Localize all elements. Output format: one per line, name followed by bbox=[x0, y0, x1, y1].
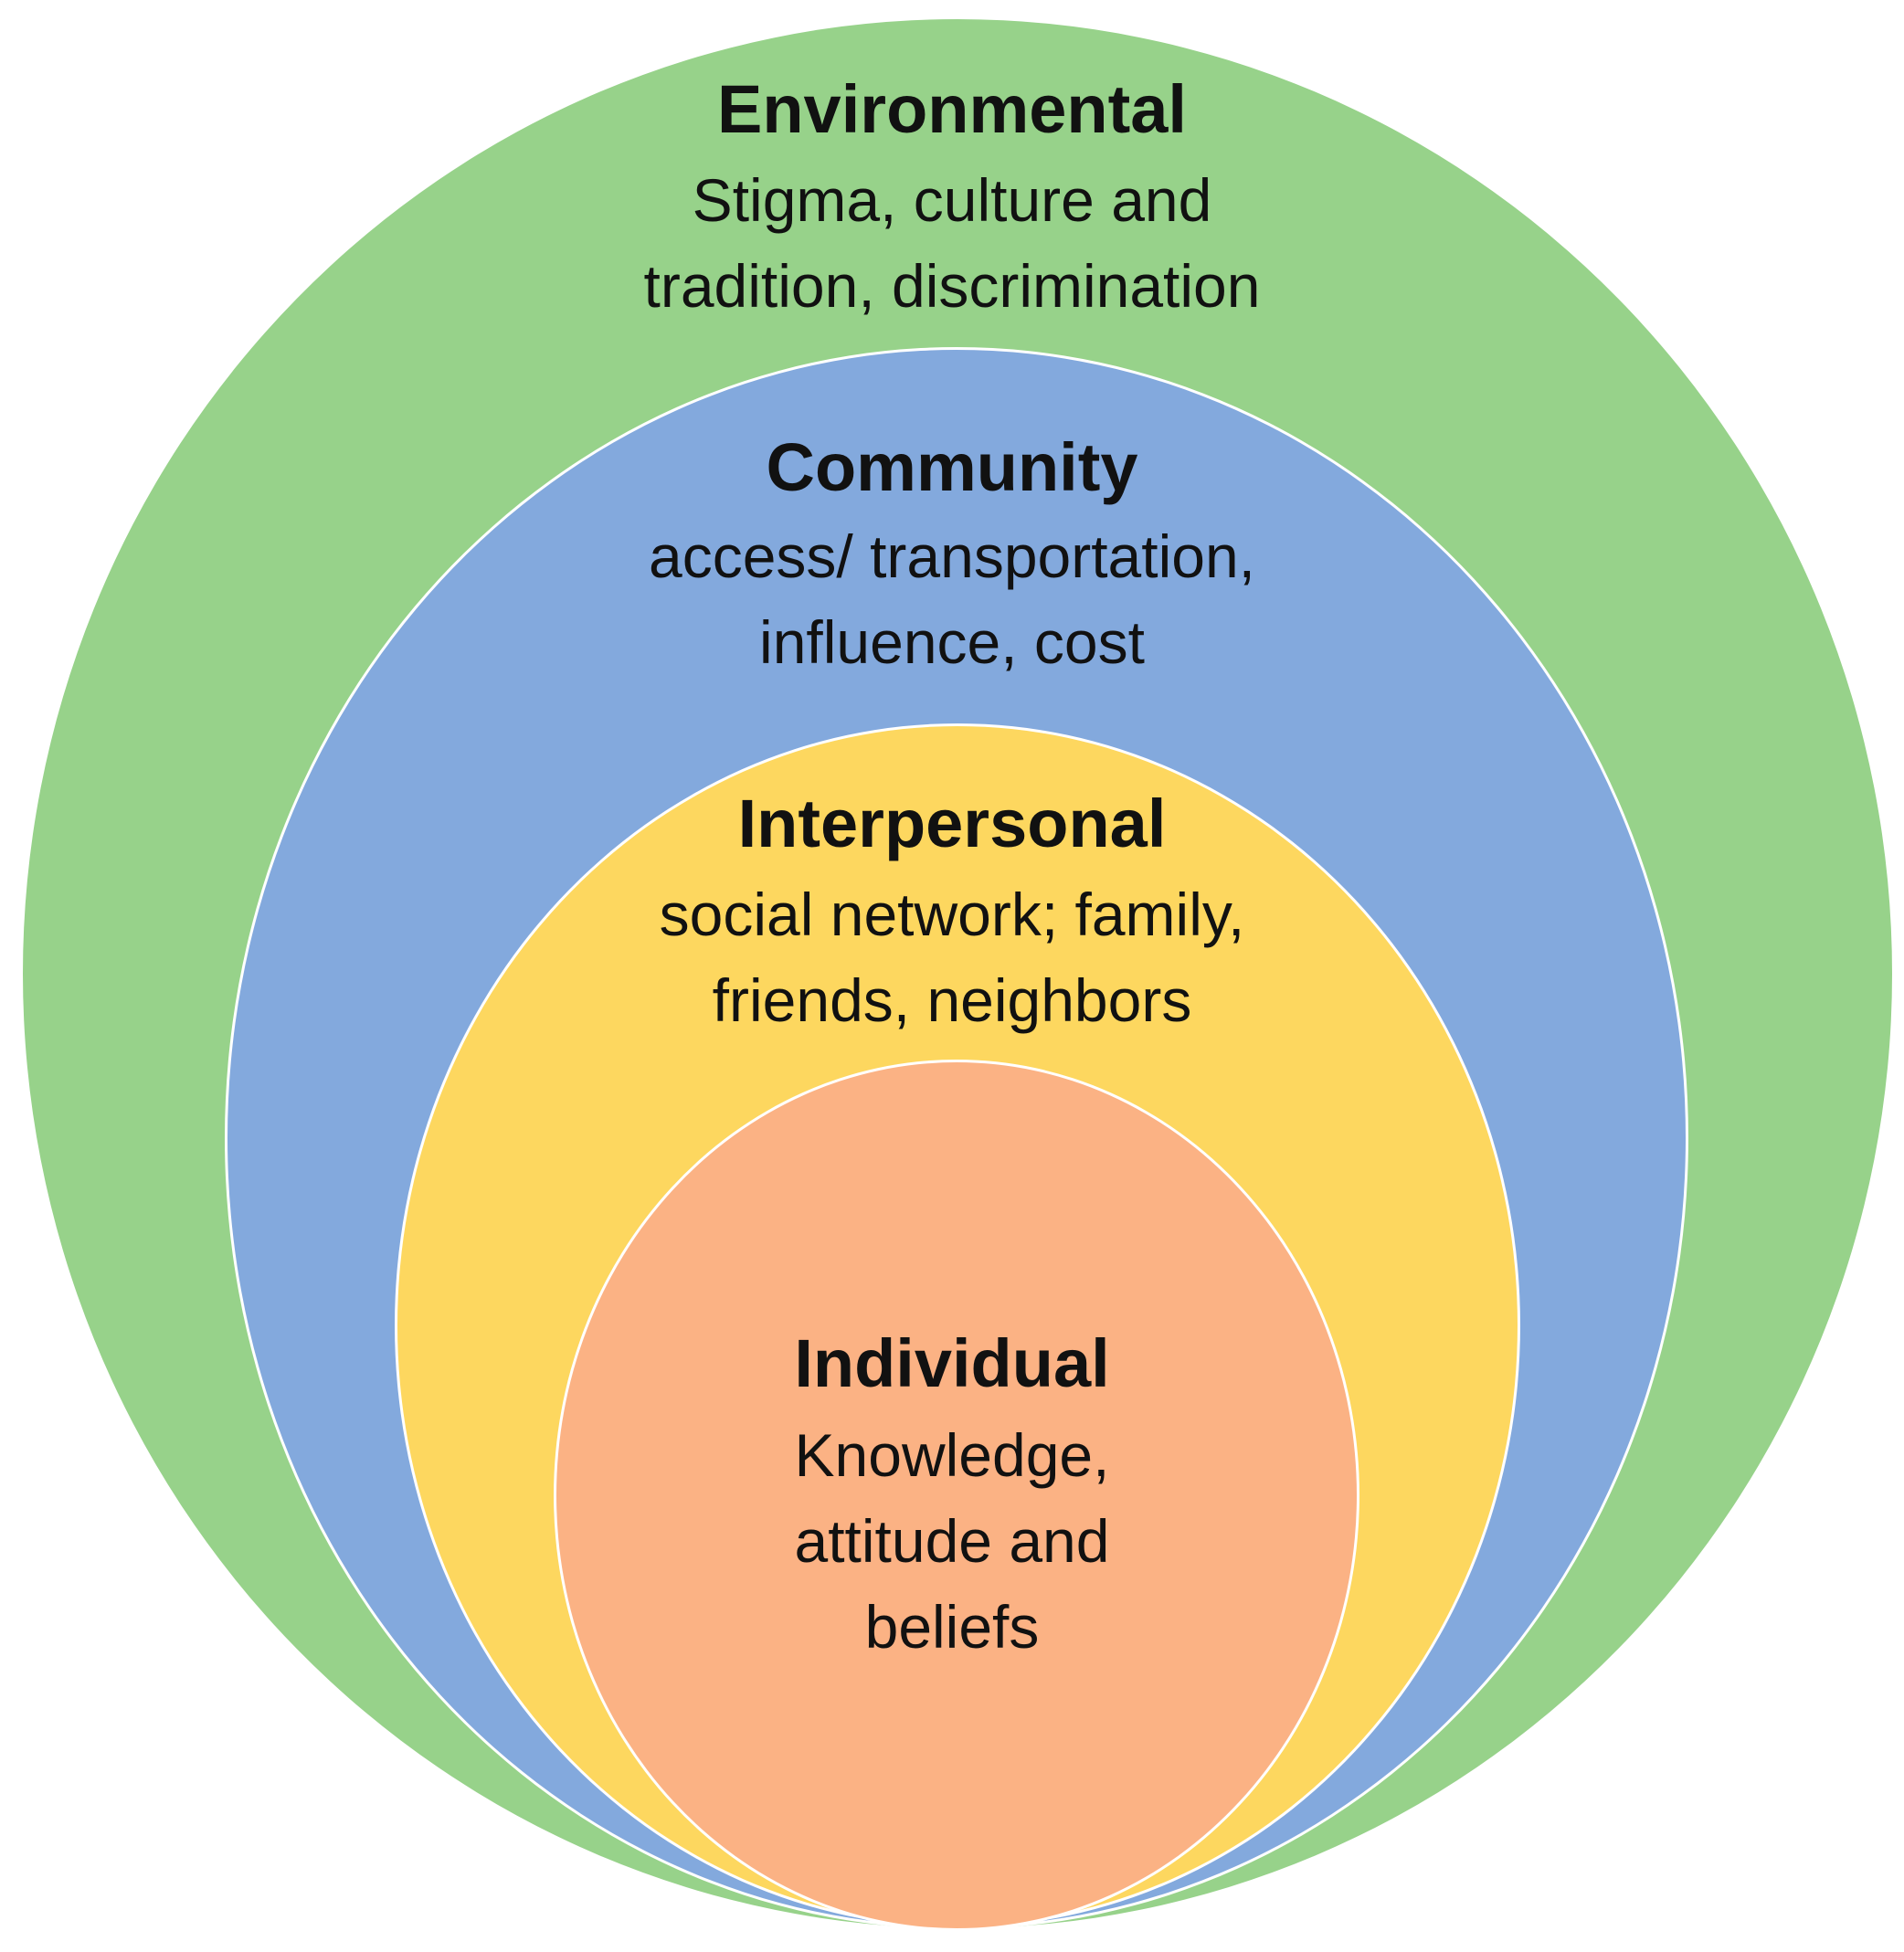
individual-description-line: beliefs bbox=[864, 1593, 1040, 1661]
environmental-description-line: tradition, discrimination bbox=[643, 252, 1261, 320]
environmental-description: Stigma, culture and tradition, discrimin… bbox=[0, 157, 1904, 329]
individual-description: Knowledge, attitude and beliefs bbox=[0, 1412, 1904, 1670]
environmental-title: Environmental bbox=[717, 71, 1187, 147]
community-description-line: influence, cost bbox=[759, 608, 1145, 676]
community-description: access/ transportation, influence, cost bbox=[0, 513, 1904, 685]
individual-circle bbox=[554, 1060, 1359, 1931]
individual-description-line: attitude and bbox=[794, 1507, 1110, 1575]
environmental-description-line: Stigma, culture and bbox=[692, 166, 1212, 234]
interpersonal-description: social network; family, friends, neighbo… bbox=[0, 871, 1904, 1043]
interpersonal-description-line: friends, neighbors bbox=[712, 966, 1192, 1034]
individual-title: Individual bbox=[794, 1325, 1110, 1401]
community-description-line: access/ transportation, bbox=[649, 522, 1255, 590]
interpersonal-title: Interpersonal bbox=[737, 786, 1167, 861]
individual-description-line: Knowledge, bbox=[794, 1421, 1110, 1489]
interpersonal-description-line: social network; family, bbox=[659, 881, 1245, 948]
community-title: Community bbox=[766, 429, 1138, 505]
